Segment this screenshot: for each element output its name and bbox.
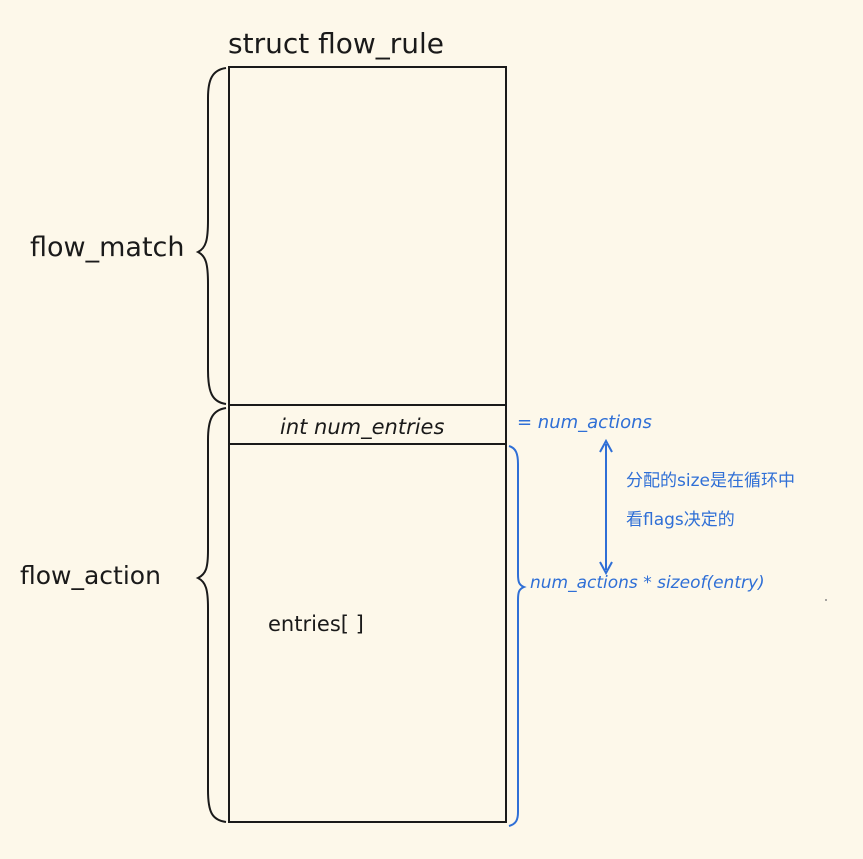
stray-dot [825, 599, 827, 601]
flow-action-label: flow_action [20, 561, 161, 590]
entries-size-annotation: num_actions * sizeof(entry) [530, 573, 765, 593]
num-actions-equality: = num_actions [517, 412, 652, 433]
entries-size-brace [508, 445, 527, 827]
flow-action-brace [195, 407, 227, 823]
allocation-note-line-1: 分配的size是在循环中 [626, 471, 795, 491]
allocation-note-line-2: 看flags决定的 [626, 510, 735, 530]
num-entries-field: int num_entries [280, 415, 445, 439]
flow-match-label: flow_match [30, 232, 185, 263]
flow-match-brace [195, 67, 227, 405]
diagram-title: struct flow_rule [228, 27, 445, 60]
entries-field: entries[ ] [268, 612, 364, 636]
size-arrow-up-head [599, 438, 613, 453]
size-arrow-down-head [599, 561, 613, 576]
